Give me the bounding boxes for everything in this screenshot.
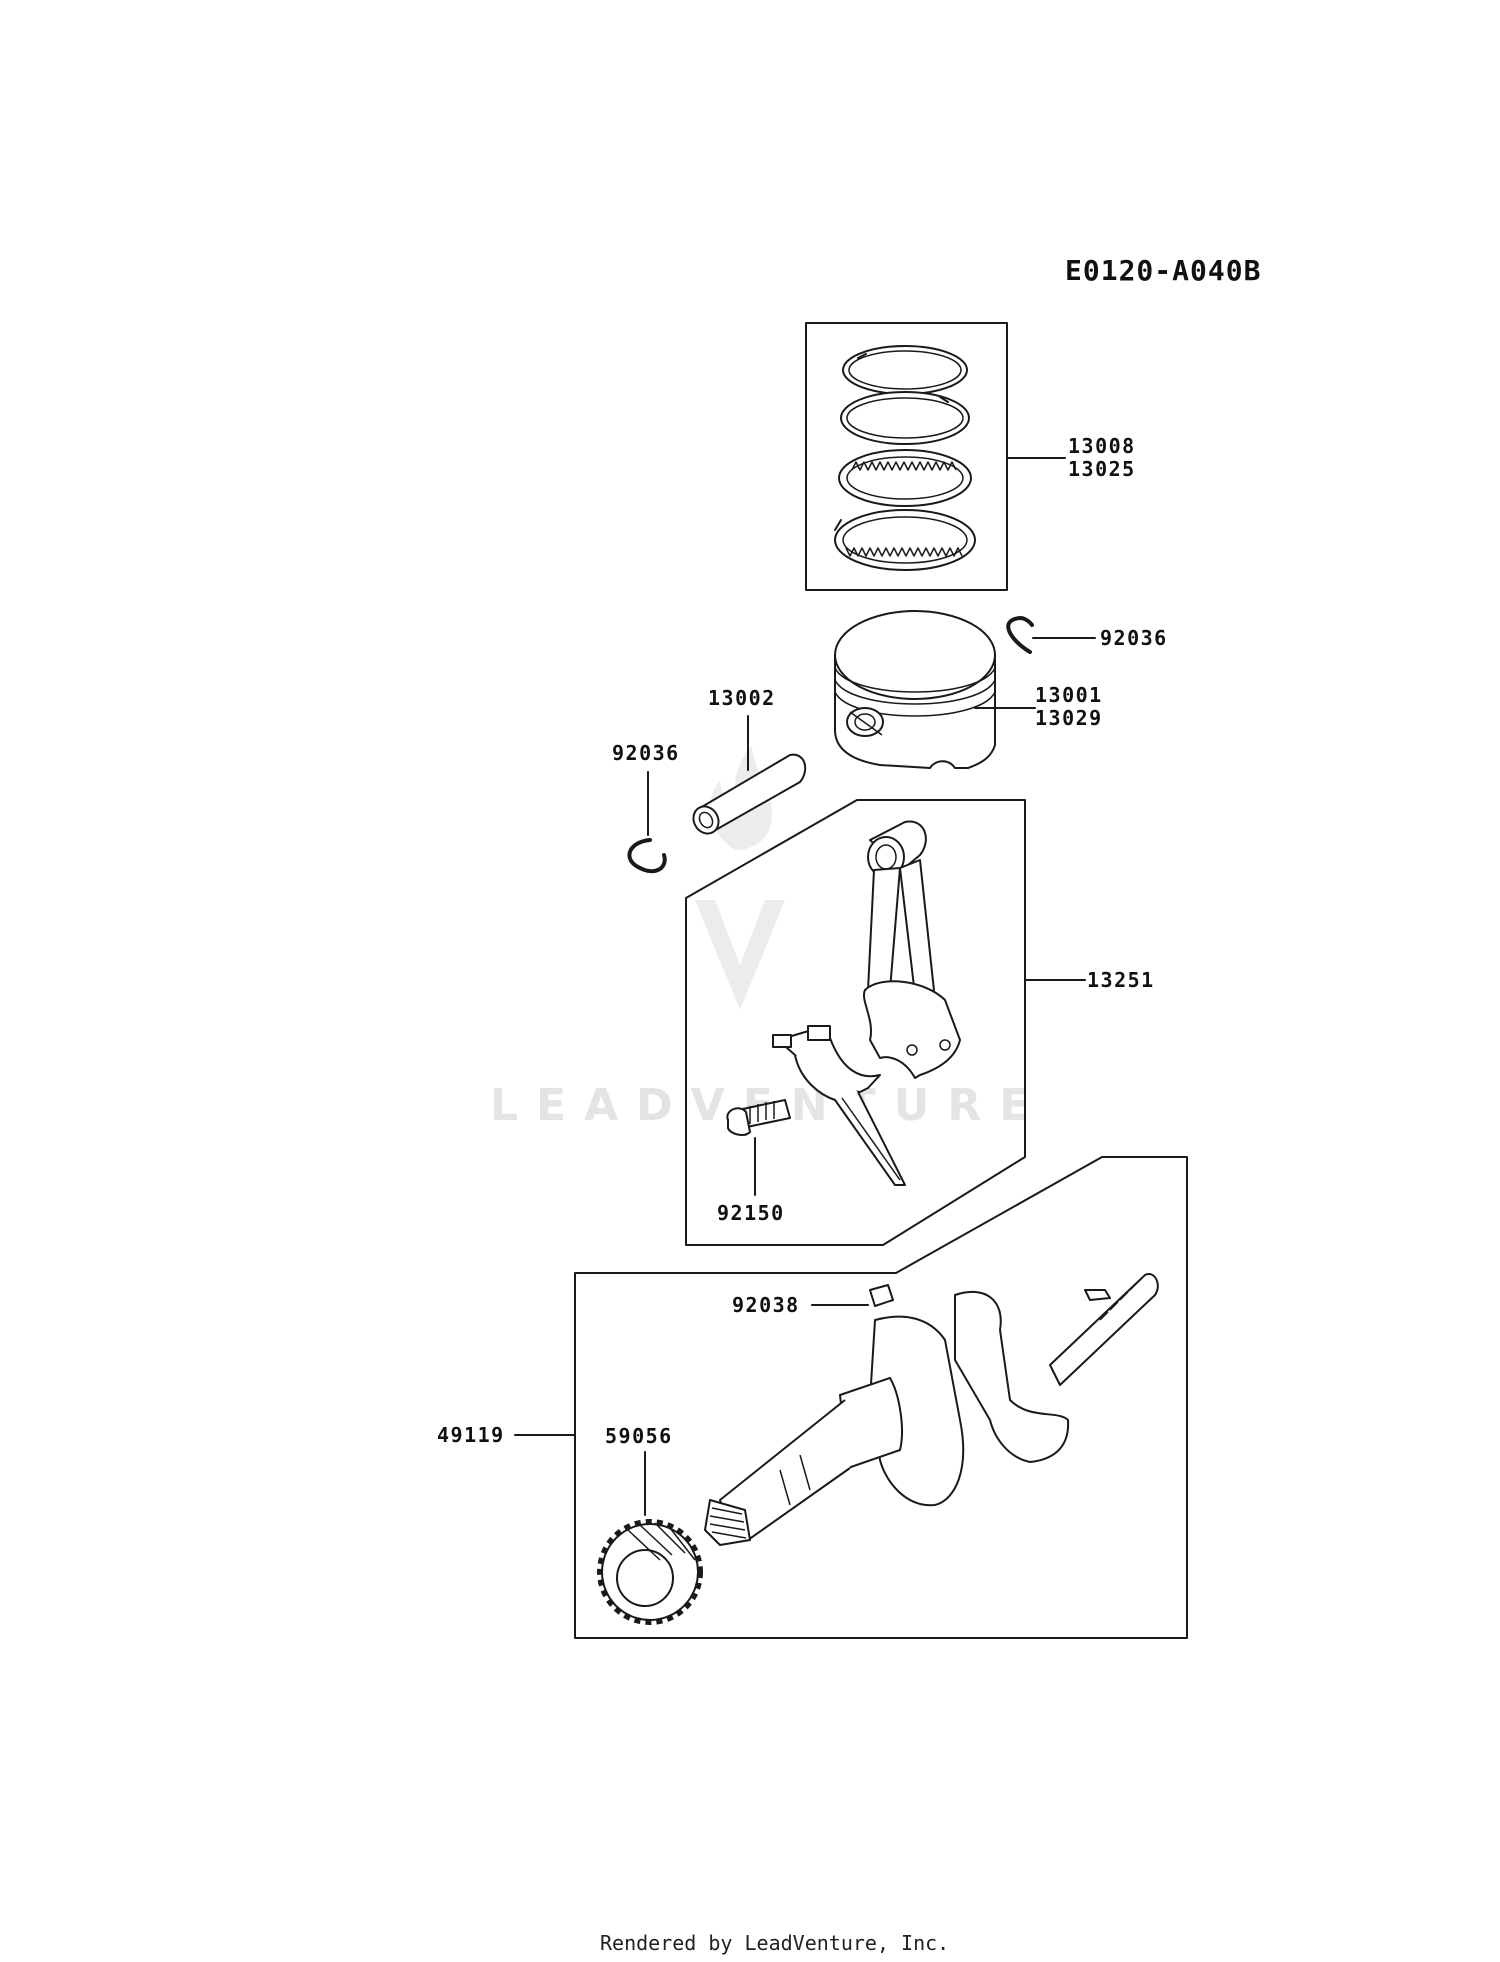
crankshaft-group: 92038 49119 59056	[437, 1156, 1188, 1639]
watermark: LEADVENTURE	[490, 745, 1029, 1131]
circlip-left-group: 92036	[612, 741, 680, 874]
callout-92036-left: 92036	[612, 741, 680, 765]
callout-13001: 13001	[1035, 683, 1103, 707]
callout-13029: 13029	[1035, 706, 1103, 730]
callout-13008: 13008	[1068, 434, 1136, 458]
conrod-icon	[726, 820, 961, 1186]
crankshaft-box-outline	[574, 1156, 1188, 1639]
callout-13025: 13025	[1068, 457, 1136, 481]
piston-rings-icon	[834, 345, 976, 571]
callout-92036-right: 92036	[1100, 626, 1168, 650]
callout-59056: 59056	[605, 1424, 673, 1448]
callout-13002: 13002	[708, 686, 776, 710]
piston-rings-box	[805, 322, 1008, 591]
footer-credit: Rendered by LeadVenture, Inc.	[600, 1931, 949, 1955]
circlip-right-icon	[1006, 616, 1034, 654]
key-icon	[869, 1284, 894, 1307]
diagram-code: E0120-A040B	[1065, 254, 1261, 287]
callout-92150: 92150	[717, 1201, 785, 1225]
piston-pin-group: 13002	[692, 686, 807, 835]
piston-rings-group: 13008 13025	[805, 322, 1136, 591]
circlip-right-group: 92036	[1006, 616, 1168, 654]
circlip-left-icon	[627, 838, 667, 874]
conrod-group: 13251 92150	[685, 799, 1155, 1246]
callout-49119: 49119	[437, 1423, 505, 1447]
crankshaft-icon	[597, 1273, 1159, 1625]
piston-icon	[834, 610, 996, 769]
callout-13251: 13251	[1087, 968, 1155, 992]
piston-pin-icon	[692, 753, 807, 835]
callout-92038: 92038	[732, 1293, 800, 1317]
piston-group: 13001 13029	[834, 610, 1103, 769]
conrod-box-outline	[685, 799, 1026, 1246]
watermark-v-icon	[695, 900, 785, 1010]
